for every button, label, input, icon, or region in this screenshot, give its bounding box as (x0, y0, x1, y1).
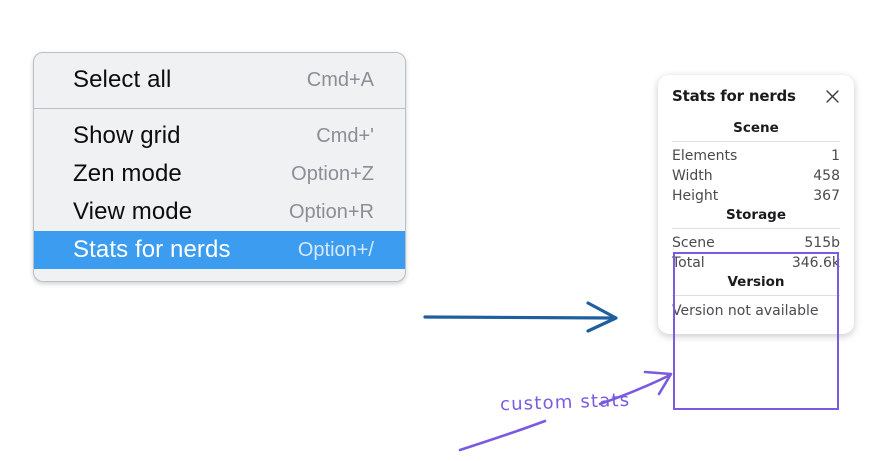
stats-for-nerds-panel: Stats for nerds Scene Elements 1 Width 4… (658, 75, 854, 334)
stat-value: 1 (831, 148, 840, 164)
menu-item-shortcut: Option+Z (291, 162, 374, 185)
stat-row-height: Height 367 (672, 186, 840, 206)
stat-row-elements: Elements 1 (672, 146, 840, 166)
stat-key: Height (672, 188, 719, 204)
menu-item-shortcut: Option+R (288, 200, 374, 223)
stats-section-scene: Scene Elements 1 Width 458 Height 367 (672, 119, 840, 206)
context-menu: Select all Cmd+A Show grid Cmd+' Zen mod… (33, 52, 406, 282)
menu-item-label: Zen mode (73, 160, 182, 187)
menu-item-show-grid[interactable]: Show grid Cmd+' (34, 117, 405, 155)
menu-item-label: Show grid (73, 122, 181, 149)
menu-group-view: Show grid Cmd+' Zen mode Option+Z View m… (34, 109, 405, 281)
stats-panel-header: Stats for nerds (672, 87, 840, 105)
menu-item-select-all[interactable]: Select all Cmd+A (34, 61, 405, 99)
stat-value: 367 (813, 188, 840, 204)
stat-key: Total (672, 255, 705, 271)
section-title-storage: Storage (725, 207, 787, 223)
stat-value: 458 (813, 168, 840, 184)
menu-item-label: View mode (73, 198, 193, 225)
stats-section-storage: Storage Scene 515b Total 346.6k (672, 206, 840, 273)
section-divider (672, 295, 840, 296)
stats-panel-title: Stats for nerds (672, 87, 796, 105)
blue-arrow-annotation (423, 301, 618, 333)
menu-item-zen-mode[interactable]: Zen mode Option+Z (34, 155, 405, 193)
menu-group-primary: Select all Cmd+A (34, 53, 405, 109)
menu-item-shortcut: Cmd+A (306, 68, 374, 91)
purple-underline-annotation (458, 419, 547, 452)
menu-item-view-mode[interactable]: View mode Option+R (34, 193, 405, 231)
section-divider (672, 228, 840, 229)
stats-section-version: Version Version not available (672, 273, 840, 320)
menu-item-shortcut: Option+/ (297, 238, 374, 261)
custom-stats-caption: custom stats (499, 389, 631, 416)
stat-row-width: Width 458 (672, 166, 840, 186)
stat-row-storage-scene: Scene 515b (672, 233, 840, 253)
version-not-available-text: Version not available (672, 303, 819, 319)
menu-item-shortcut: Cmd+' (316, 124, 374, 147)
section-title-scene: Scene (733, 120, 779, 136)
stat-row-storage-total: Total 346.6k (672, 253, 840, 273)
stat-value: 515b (804, 235, 840, 251)
stat-key: Elements (672, 148, 738, 164)
menu-item-stats-for-nerds[interactable]: Stats for nerds Option+/ (34, 231, 405, 269)
section-title-version: Version (727, 274, 785, 290)
stat-key: Scene (672, 235, 715, 251)
section-divider (672, 141, 840, 142)
menu-item-label: Stats for nerds (73, 236, 231, 263)
stat-value: 346.6k (791, 255, 840, 271)
close-icon[interactable] (825, 89, 840, 104)
menu-item-label: Select all (73, 66, 172, 93)
stat-key: Width (672, 168, 713, 184)
